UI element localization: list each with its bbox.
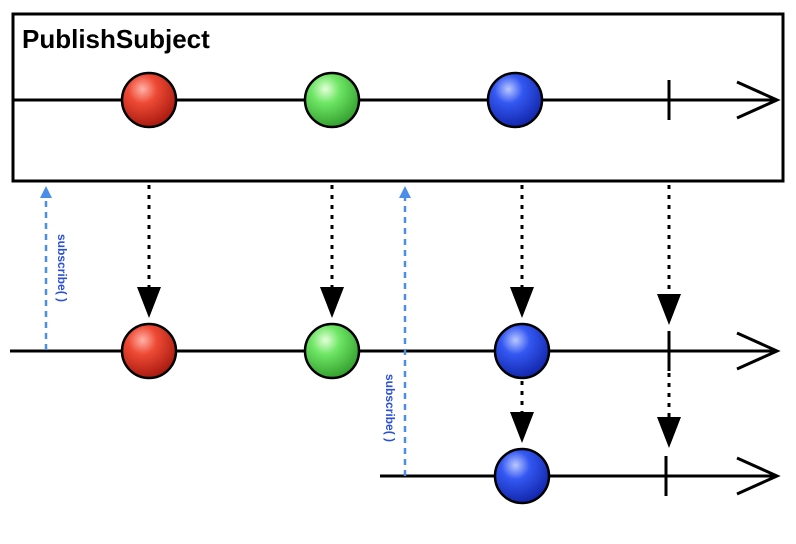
subject-marbles <box>120 71 544 129</box>
blue-marble <box>493 447 551 505</box>
subscribe-label-one: subscribe( ) <box>55 234 69 302</box>
emission-arrows-first <box>147 185 671 290</box>
emission-arrowheads-first <box>137 287 681 325</box>
blue-marble <box>493 322 551 380</box>
green-marble <box>303 71 361 129</box>
green-marble <box>303 322 361 380</box>
subscribe-label-two: subscribe( ) <box>383 374 397 442</box>
emission-arrows-second <box>520 373 671 418</box>
red-marble <box>120 322 178 380</box>
subscriber-two-marbles <box>493 447 551 505</box>
subscriber-two-timeline <box>380 456 781 496</box>
subscriber-one-marbles <box>120 322 551 380</box>
subscribe-call-two: subscribe( ) <box>383 186 411 476</box>
subscribe-call-one: subscribe( ) <box>40 186 69 350</box>
emission-arrowheads-second <box>510 412 681 448</box>
red-marble <box>120 71 178 129</box>
diagram-title: PublishSubject <box>22 24 210 54</box>
blue-marble <box>486 71 544 129</box>
